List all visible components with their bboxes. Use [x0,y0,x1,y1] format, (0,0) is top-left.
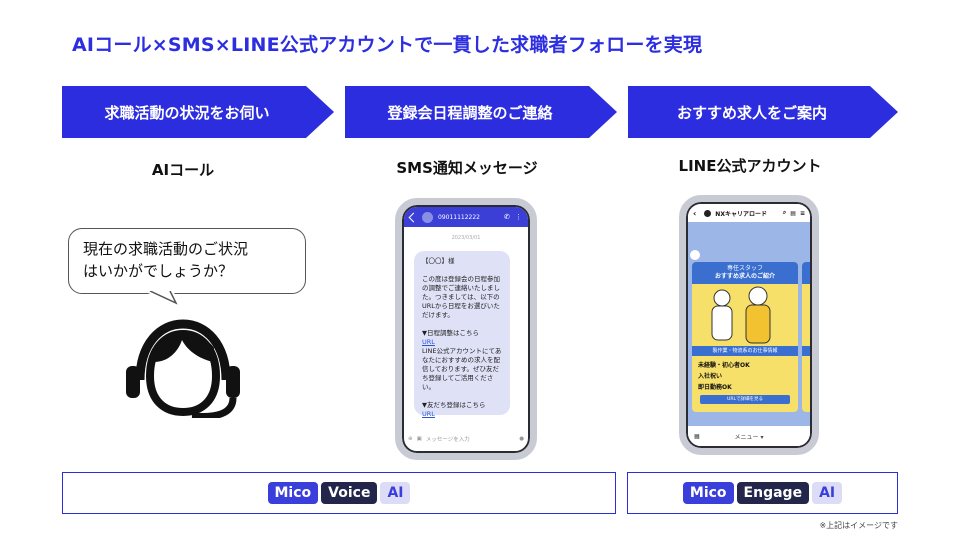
logo-mico: Mico [267,482,319,504]
line-account-name: NXキャリアロード [715,210,767,218]
line-header: ‹ NXキャリアロード ⌕ ▤ ≡ [688,204,810,222]
column-label-ai-call: AIコール [151,161,215,179]
step-arrow-label: 求職活動の状況をお伺い [104,103,270,122]
feature-item: 入社祝い [698,373,723,380]
image-note: ※上記はイメージです [819,521,898,530]
sms-header: 09011112222 ✆ ⋮ [404,207,528,227]
sms-text-2: LINE公式アカウントにてあなたにおすすめの求人を配信しております。ぜひ友だち登… [422,347,502,409]
card-illustration [692,284,798,346]
image-icon[interactable]: ▣ [416,436,422,442]
step-arrow-ai-call: 求職活動の状況をお伺い [62,86,334,138]
step-arrow-label: おすすめ求人をご案内 [676,103,827,122]
keyboard-icon[interactable]: ▦ [694,432,700,440]
bubble-line-1: 現在の求職活動のご状況 [83,240,249,258]
speech-bubble-tail [142,291,178,305]
job-card[interactable]: 専任スタッフ おすすめ求人のご紹介 製作業・物流系のお仕事情報 未経験・初心者O… [692,262,798,412]
bubble-line-2: はいかがでしょうか？ [83,262,234,280]
line-chat-area: 専任スタッフ おすすめ求人のご紹介 製作業・物流系のお仕事情報 未経験・初心者O… [688,222,810,426]
sms-text: 【〇〇】様 この度は登録会の日程参加の調整でご連絡いたしました。つきましては、以… [422,257,500,337]
feature-item: 未経験・初心者OK [698,362,750,369]
note-icon[interactable]: ▤ [790,209,796,217]
workers-illustration [711,286,771,344]
account-avatar [690,250,700,260]
sms-phone-mockup: 09011112222 ✆ ⋮ 2023/03/01 【〇〇】様 この度は登録会… [395,198,537,460]
line-phone-mockup: ‹ NXキャリアロード ⌕ ▤ ≡ 専任スタッフ おすすめ求人のご紹介 [679,195,819,455]
step-arrow-sms: 登録会日程調整のご連絡 [345,86,617,138]
account-icon [704,209,712,217]
logo-ai: AI [380,482,411,504]
menu-icon[interactable]: ≡ [799,209,805,217]
card-strip: 製作業・物流系のお仕事情報 [692,346,798,356]
column-label-sms: SMS通知メッセージ [396,159,538,177]
sms-url-1[interactable]: URL [422,338,435,346]
contact-avatar [422,211,433,223]
card-detail-button[interactable]: URLで詳細を見る [700,395,790,404]
step-arrow-label: 登録会日程調整のご連絡 [387,103,553,122]
sms-input-bar[interactable]: ⊕ ▣ メッセージを入力 ● [408,433,524,445]
line-menu-label: メニュー ▾ [734,433,764,441]
card-header: 専任スタッフ おすすめ求人のご紹介 [692,262,798,284]
card-title-small: 専任スタッフ [726,265,763,272]
operator-headset-icon [126,319,240,418]
column-label-line: LINE公式アカウント [678,157,822,175]
mico-voice-ai-logo-box: Mico Voice AI [62,472,616,514]
page-title: AIコール×SMS×LINE公式アカウントで一貫した求職者フォローを実現 [72,34,703,56]
card-title: おすすめ求人のご紹介 [714,273,775,280]
mic-icon[interactable]: ● [519,436,524,442]
card-header [802,262,810,284]
search-icon[interactable]: ⌕ [782,209,787,216]
back-icon[interactable] [408,212,419,222]
sms-message-bubble: 【〇〇】様 この度は登録会の日程参加の調整でご連絡いたしました。つきましては、以… [414,251,510,418]
job-card-2[interactable]: オフィ [802,262,810,412]
plus-icon[interactable]: ⊕ [408,436,413,442]
card2-title: オフィ [802,346,810,356]
back-icon[interactable]: ‹ [693,208,697,218]
logo-ai: AI [812,482,843,504]
line-footer[interactable]: ▦ メニュー ▾ [688,426,810,446]
mico-engage-ai-logo-box: Mico Engage AI [627,472,898,514]
logo-voice: Voice [321,482,378,504]
phone-icon[interactable]: ✆ [504,213,510,221]
sms-input-placeholder: メッセージを入力 [425,437,470,443]
logo-engage: Engage [736,482,810,504]
step-arrow-line: おすすめ求人をご案内 [628,86,898,138]
logo-mico: Mico [682,482,734,504]
sms-number: 09011112222 [438,213,480,221]
sms-url-2[interactable]: URL [422,410,435,418]
speech-bubble: 現在の求職活動のご状況 はいかがでしょうか？ [68,228,306,294]
sms-date: 2023/03/01 [451,235,481,241]
feature-item: 即日勤務OK [698,384,732,391]
more-icon[interactable]: ⋮ [515,213,522,221]
card-feature-list: 未経験・初心者OK 入社祝い 即日勤務OK [698,360,792,393]
